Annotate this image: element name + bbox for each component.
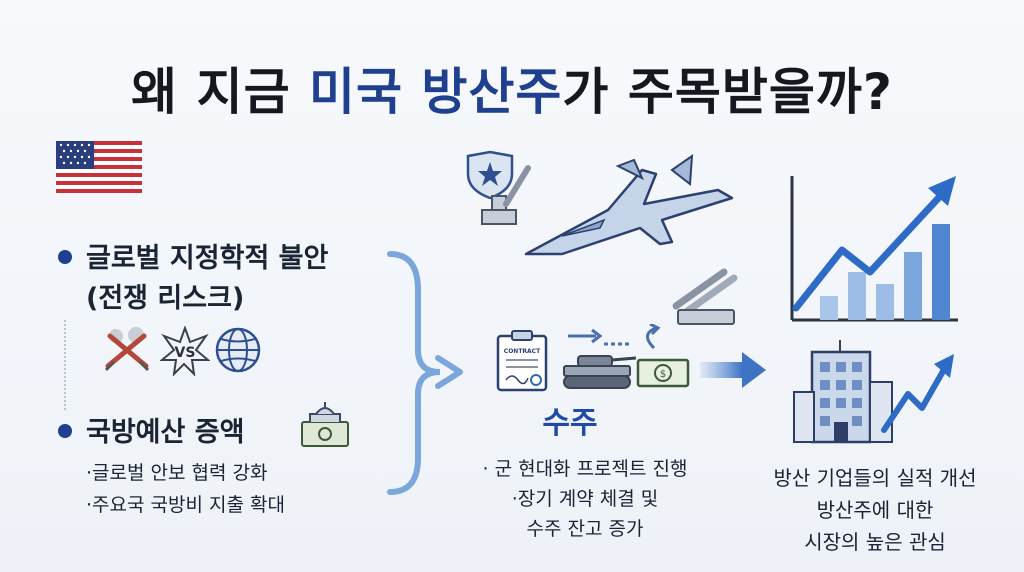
right-arrow-icon (700, 352, 766, 388)
vs-label: VS (175, 345, 196, 361)
growth-chart-icon (790, 176, 958, 322)
result-line-2: 방산주에 대한 (816, 498, 934, 522)
missile-launcher-icon (672, 268, 738, 325)
us-flag-icon (56, 141, 142, 193)
crossed-swords-icon (104, 327, 150, 372)
budget-heading-text: 국방예산 증액 (86, 417, 245, 448)
svg-text:$: $ (660, 369, 666, 380)
building-icon (793, 340, 954, 444)
bullet-dot (58, 249, 72, 264)
contract-icon: CONTRACT (496, 330, 548, 392)
order-line-2: ·장기 계약 체결 및 (511, 488, 659, 510)
money-icon: $ (636, 324, 690, 388)
result-line-1: 방산 기업들의 실적 개선 (773, 466, 977, 490)
title-part-2: 가 주목받을까? (562, 63, 893, 121)
risk-heading-line-2: (전쟁 리스크) (86, 283, 245, 314)
explosion-icon: VS (160, 326, 210, 376)
budget-heading: 국방예산 증액 (58, 410, 244, 449)
risk-heading-text: 글로벌 지정학적 불안 (86, 243, 329, 274)
tank-icon (563, 328, 637, 389)
budget-sub-2: ·주요국 국방비 지출 확대 (86, 494, 285, 516)
contract-label: CONTRACT (504, 348, 541, 355)
order-line-3: 수주 잔고 증가 (526, 518, 644, 540)
fighter-jet-icon (524, 153, 734, 256)
capitol-money-icon (301, 402, 349, 447)
order-title: 수주 (542, 406, 598, 441)
merge-bracket-arrow (387, 251, 463, 495)
dotted-connector (64, 320, 66, 410)
title-part-1: 왜 지금 (131, 63, 309, 121)
shield-star-icon (466, 150, 531, 225)
page-title: 왜 지금 미국 방산주가 주목받을까? (0, 52, 1024, 124)
globe-icon (215, 327, 261, 373)
bullet-dot (58, 423, 72, 438)
risk-heading-line-1: 글로벌 지정학적 불안 (58, 236, 328, 275)
budget-sub-1: ·글로벌 안보 협력 강화 (86, 462, 268, 484)
order-line-1: · 군 현대화 프로젝트 진행 (482, 458, 688, 480)
title-highlight: 미국 방산주 (308, 63, 563, 121)
result-line-3: 시장의 높은 관심 (804, 530, 946, 554)
